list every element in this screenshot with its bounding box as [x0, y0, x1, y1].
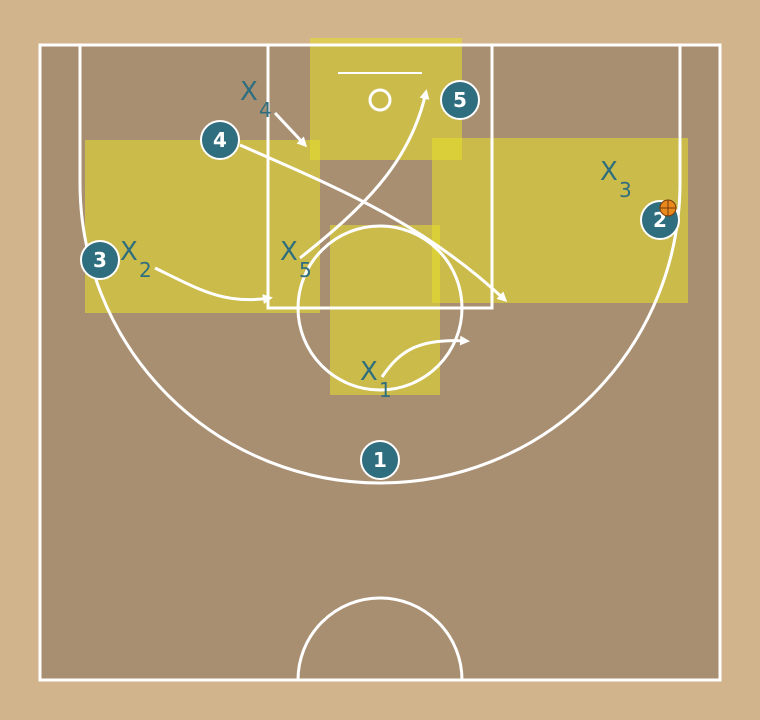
defender-4-letter: X [240, 77, 258, 107]
defender-1-marker[interactable]: X 1 [360, 357, 392, 402]
defender-5-letter: X [280, 237, 298, 267]
center-circle [296, 596, 464, 681]
basket-rim [368, 88, 392, 112]
arrow-defender-1-path [380, 335, 470, 378]
defender-1-letter: X [360, 357, 378, 387]
arrow-defender-5-path [299, 89, 430, 260]
paint-lane [266, 43, 494, 310]
free-throw-circle-bottom [296, 307, 464, 392]
court-lines [38, 43, 722, 682]
player-1-circle [360, 440, 400, 480]
zone-left-wing [85, 140, 320, 313]
zone-layer [85, 38, 688, 395]
arrow-defender-4-path [273, 111, 308, 148]
free-throw-circle-top [296, 224, 464, 309]
player-2-marker[interactable]: 2 [640, 199, 680, 240]
defender-2-marker[interactable]: X 2 [120, 237, 152, 282]
defender-2-number: 2 [139, 258, 152, 282]
player-5-marker[interactable]: 5 [440, 80, 480, 120]
player-3-circle [80, 240, 120, 280]
player-4-label: 4 [213, 128, 227, 152]
player-1-marker[interactable]: 1 [360, 440, 400, 480]
three-point-line [78, 45, 682, 485]
defender-3-number: 3 [619, 178, 632, 202]
defender-5-number: 5 [299, 258, 312, 282]
player-5-label: 5 [453, 88, 467, 112]
zone-middle [330, 225, 440, 395]
defender-2-letter: X [120, 237, 138, 267]
defender-3-letter: X [600, 157, 618, 187]
defensive-players: X 1 X 2 X 3 X 4 X 5 [120, 77, 632, 402]
defender-4-number: 4 [259, 98, 272, 122]
player-5-circle [440, 80, 480, 120]
arrow-player-4-cut [239, 143, 508, 303]
basketball-icon [659, 199, 677, 217]
defender-3-marker[interactable]: X 3 [600, 157, 632, 202]
player-3-label: 3 [93, 248, 107, 272]
defender-5-marker[interactable]: X 5 [280, 237, 312, 282]
player-3-marker[interactable]: 3 [80, 240, 120, 280]
defender-1-number: 1 [379, 378, 392, 402]
player-1-label: 1 [373, 448, 387, 472]
player-4-circle [200, 120, 240, 160]
player-4-marker[interactable]: 4 [200, 120, 240, 160]
defender-4-marker[interactable]: X 4 [240, 77, 272, 122]
movement-paths [154, 89, 508, 378]
offensive-players: 1 2 3 4 5 [80, 80, 680, 480]
arrow-player-3-cut [154, 266, 273, 305]
